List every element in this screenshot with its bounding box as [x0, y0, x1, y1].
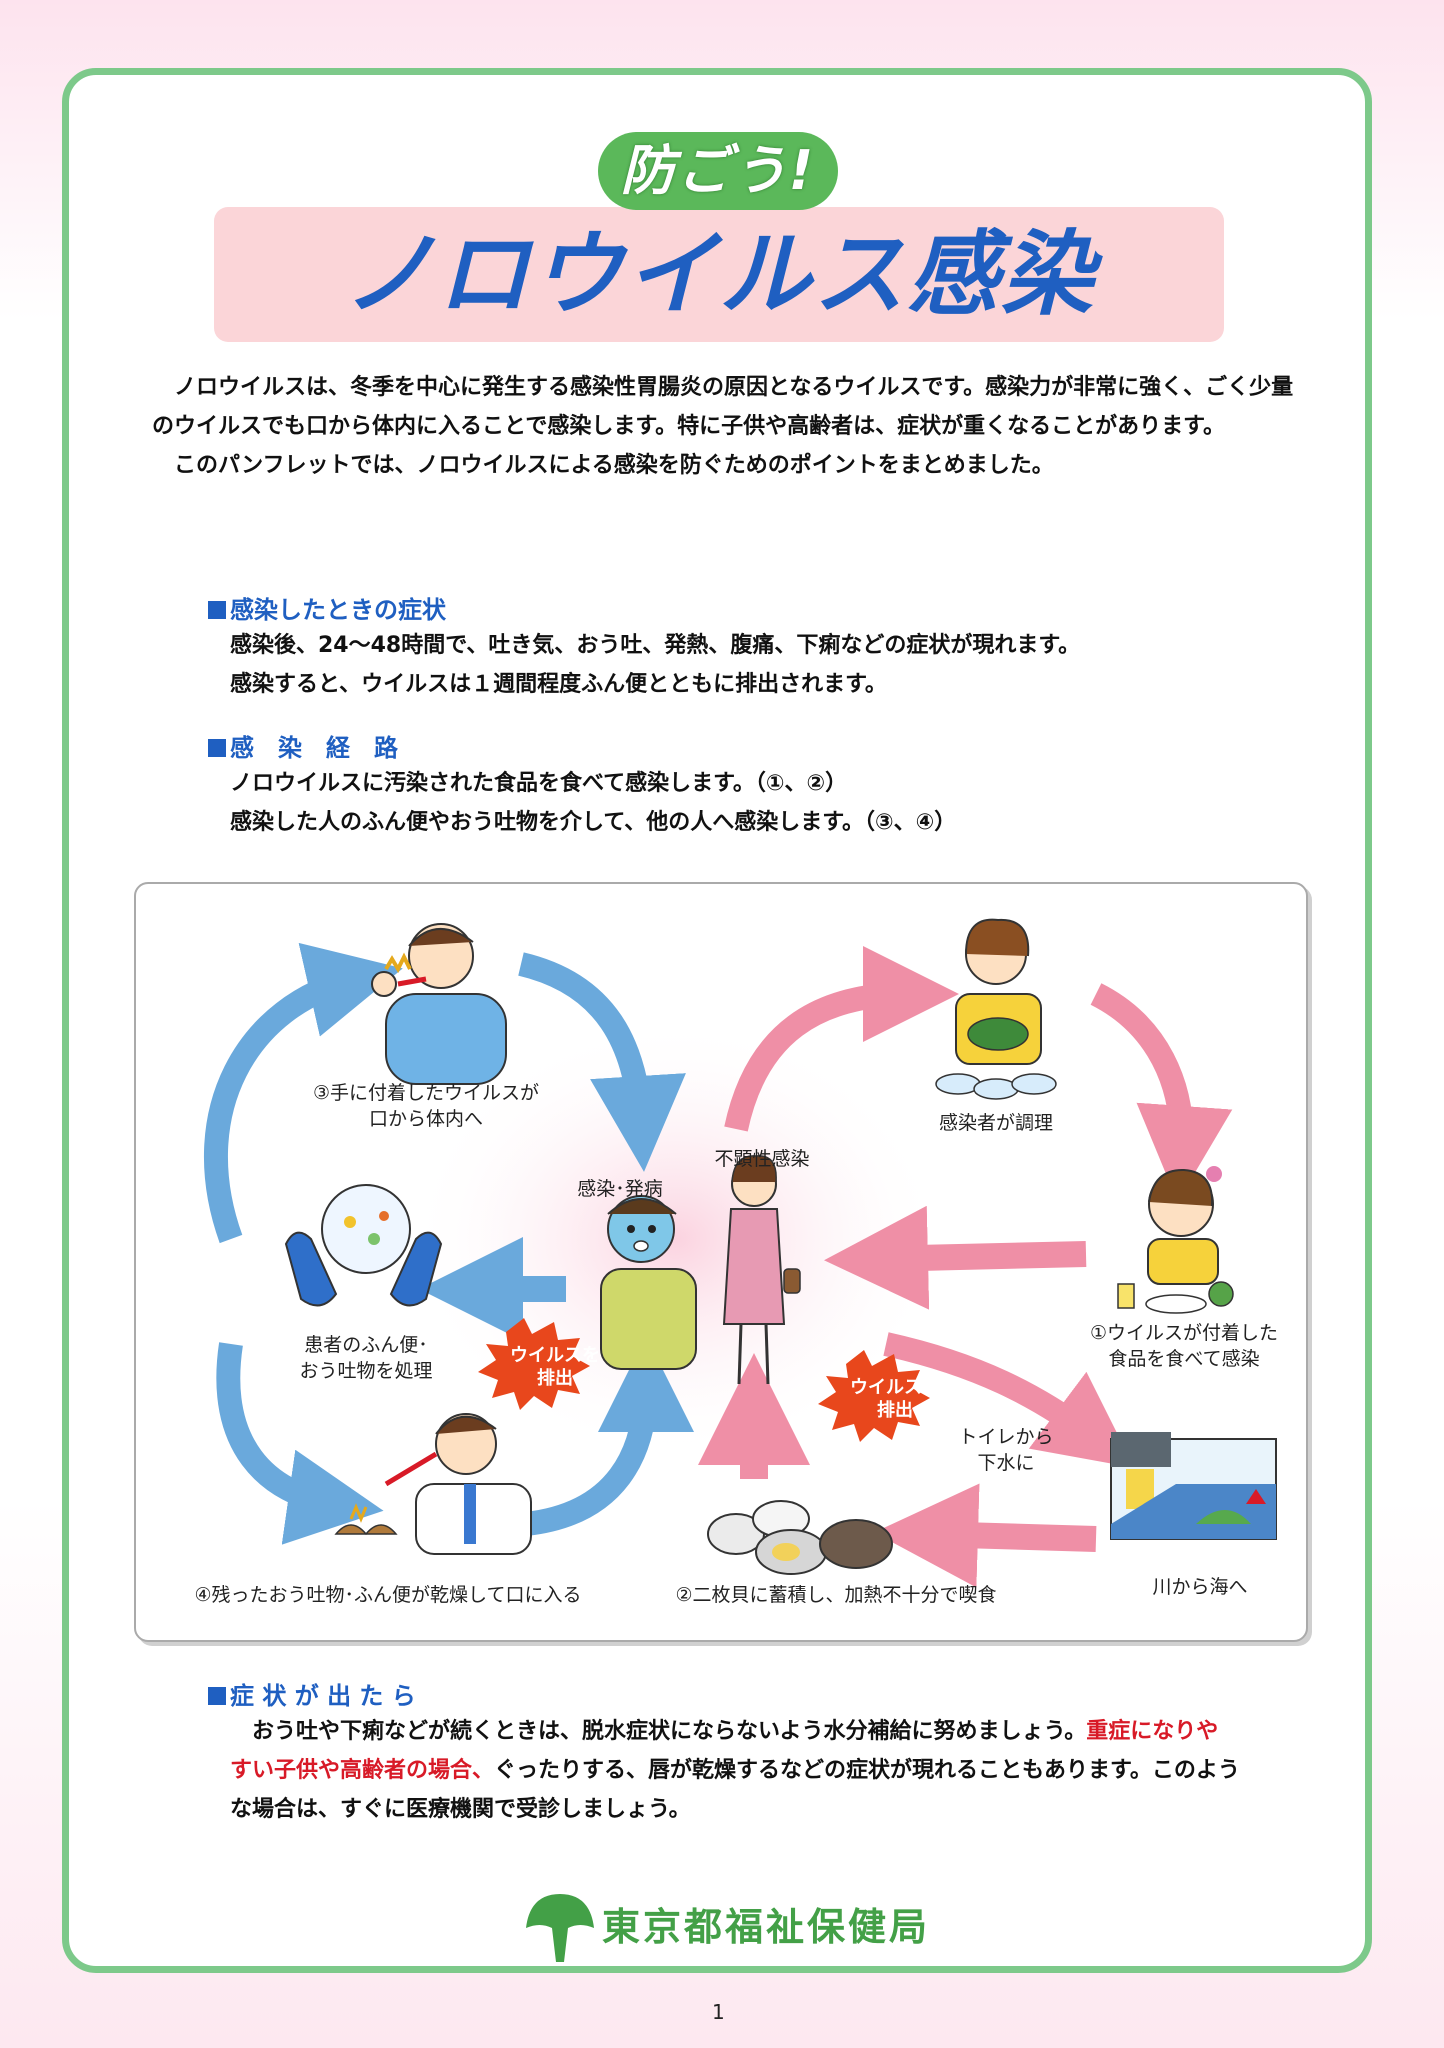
intro-paragraph-1: ノロウイルスは、冬季を中心に発生する感染性胃腸炎の原因となるウイルスです。感染力…	[152, 375, 1294, 439]
river-to-sea-illustration	[1110, 1432, 1277, 1540]
sick-person-illustration	[600, 1195, 697, 1370]
blue-arrow-upper-left	[204, 942, 403, 1244]
symptoms-body: 感染後、24～48時間で、吐き気、おう吐、発熱、腹痛、下痢などの症状が現れます。…	[230, 626, 1080, 704]
gloves-and-bag-illustration	[284, 1184, 443, 1307]
advice-body: おう吐や下痢などが続くときは、脱水症状にならないよう水分補給に努めましょう。重症…	[230, 1712, 1240, 1829]
page-number: 1	[712, 2000, 725, 2024]
pink-arrow-to-cook	[724, 946, 959, 1132]
blue-arrow-up-to-center	[524, 1336, 694, 1536]
center-right-label: 不顕性感染	[714, 1148, 810, 1170]
route-body: ノロウイルスに汚染された食品を食べて感染します。（①、②） 感染した人のふん便や…	[230, 764, 956, 842]
center-left-label: 感染･発病	[577, 1178, 663, 1200]
advice-heading-text: 症 状 が 出 た ら	[230, 1682, 416, 1710]
child-eating-illustration	[1117, 1166, 1234, 1314]
cooking-woman-illustration	[935, 918, 1057, 1100]
advice-text-red: 重症になりやすい子供や高齢者の場合、	[230, 1719, 1219, 1783]
handling-line-2: おう吐物を処理	[299, 1360, 433, 1382]
advice-text-b: ぐったりする、唇が乾燥するなどの症状が現れることもあります。このような場合は、す…	[230, 1758, 1240, 1822]
oysters-illustration	[707, 1500, 893, 1575]
advice-paragraph: おう吐や下痢などが続くときは、脱水症状にならないよう水分補給に努めましょう。重症…	[230, 1712, 1240, 1829]
symptoms-line-2: 感染すると、ウイルスは１週間程度ふん便とともに排出されます。	[230, 672, 887, 697]
handling-label: 患者のふん便･ おう吐物を処理	[256, 1332, 476, 1384]
river-label: 川から海へ	[1152, 1576, 1248, 1598]
toilet-line-1: トイレから	[958, 1426, 1054, 1448]
burst-shape-right	[818, 1350, 930, 1442]
step2-label: ②二枚貝に蓄積し、加熱不十分で喫食	[675, 1584, 997, 1606]
handling-line-1: 患者のふん便･	[304, 1334, 428, 1356]
toilet-label: トイレから 下水に	[936, 1424, 1076, 1476]
pink-arrow-from-sea	[874, 1483, 1097, 1588]
pink-arrow-to-child	[1090, 983, 1233, 1202]
step3-line-1: ③手に付着したウイルスが	[312, 1082, 540, 1104]
square-bullet-icon	[208, 601, 226, 619]
organization-name: 東京都福祉保健局	[602, 1905, 931, 1949]
step3-line-2: 口から体内へ	[368, 1108, 483, 1130]
route-line-1: ノロウイルスに汚染された食品を食べて感染します。（①、②）	[230, 771, 848, 796]
symptoms-heading-text: 感染したときの症状	[230, 596, 446, 624]
intro-paragraph-2: このパンフレットでは、ノロウイルスによる感染を防ぐためのポイントをまとめました。	[174, 453, 1054, 478]
advice-text-a: おう吐や下痢などが続くときは、脱水症状にならないよう水分補給に努めましょう。	[252, 1719, 1087, 1744]
step1-line-2: 食品を食べて感染	[1108, 1348, 1260, 1370]
step1-line-1: ①ウイルスが付着した	[1089, 1322, 1279, 1344]
pink-arrow-to-toilet	[883, 1332, 1135, 1468]
asymptomatic-woman-illustration	[722, 1155, 801, 1385]
ginkgo-leaf-icon	[526, 1894, 594, 1962]
infection-route-diagram: ③手に付着したウイルスが 口から体内へ 感染･発病 不顕性感染 患者のふん便･ …	[134, 882, 1308, 1642]
step1-label: ①ウイルスが付着した 食品を食べて感染	[1064, 1320, 1304, 1372]
burst-left-line-2: 排出	[537, 1368, 573, 1389]
symptoms-line-1: 感染後、24～48時間で、吐き気、おう吐、発熱、腹痛、下痢などの症状が現れます。	[230, 633, 1081, 658]
man-inhaling-illustration	[334, 1413, 532, 1555]
route-heading: 感 染 経 路	[208, 728, 398, 763]
square-bullet-icon	[208, 739, 226, 757]
step4-label: ④残ったおう吐物･ふん便が乾燥して口に入る	[194, 1584, 582, 1606]
cook-label: 感染者が調理	[938, 1112, 1053, 1134]
pink-arrow-from-child	[824, 1205, 1087, 1310]
intro-text: ノロウイルスは、冬季を中心に発生する感染性胃腸炎の原因となるウイルスです。感染力…	[152, 368, 1302, 485]
blue-arrow-lower-left	[216, 1342, 384, 1545]
burst-shape-left	[478, 1318, 590, 1410]
burst-label-left: ウイルスを 排出	[510, 1344, 600, 1390]
burst-left-line-1: ウイルスを	[510, 1345, 600, 1366]
title-badge: 防ごう!	[598, 132, 838, 210]
symptoms-heading: 感染したときの症状	[208, 590, 446, 625]
advice-heading: 症 状 が 出 た ら	[208, 1676, 416, 1711]
toilet-line-2: 下水に	[977, 1452, 1035, 1474]
step3-label: ③手に付着したウイルスが 口から体内へ	[296, 1080, 556, 1132]
man-hand-to-mouth-illustration	[371, 923, 507, 1085]
blue-arrow-to-center	[518, 952, 686, 1172]
page-title: ノロウイルス感染	[342, 221, 1095, 328]
title-band	[214, 207, 1224, 342]
burst-label-right: ウイルスを 排出	[850, 1376, 940, 1422]
square-bullet-icon	[208, 1687, 226, 1705]
burst-right-line-2: 排出	[877, 1400, 913, 1421]
route-heading-text: 感 染 経 路	[230, 734, 398, 762]
burst-right-line-1: ウイルスを	[850, 1377, 940, 1398]
diagram-graphics	[204, 918, 1277, 1588]
route-line-2: 感染した人のふん便やおう吐物を介して、他の人へ感染します。（③、④）	[230, 810, 957, 835]
